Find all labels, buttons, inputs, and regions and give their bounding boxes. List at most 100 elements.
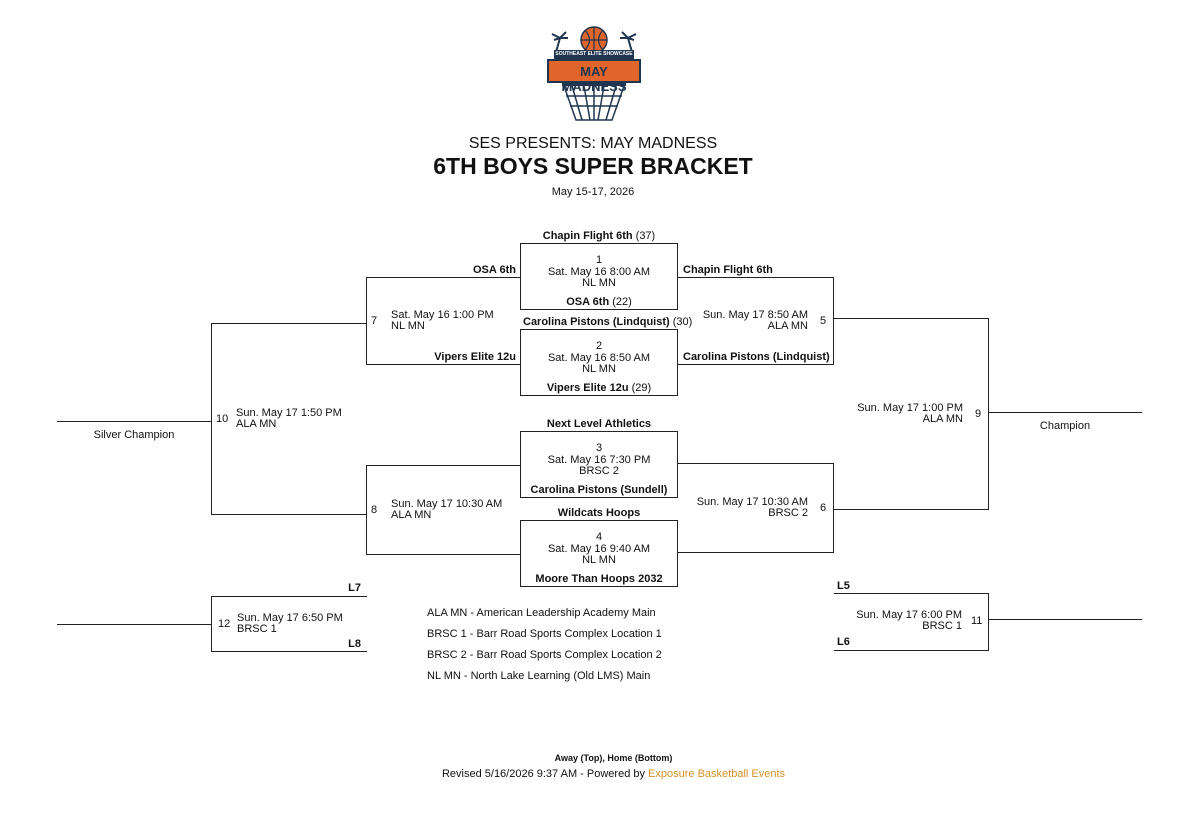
g5-bottom-line: [678, 364, 834, 365]
logo-main-text: MAY MADNESS: [561, 64, 627, 94]
g11-number: 11: [971, 615, 983, 627]
g7-bottom-line: [366, 364, 520, 365]
event-presents: SES PRESENTS: MAY MADNESS: [468, 135, 718, 152]
g1-away-seed: (37): [635, 230, 656, 242]
g8-time: Sun. May 17 10:30 AM: [391, 498, 503, 510]
g1-home-seed: (22): [612, 296, 632, 308]
g4-time: Sat. May 16 9:40 AM: [547, 543, 651, 555]
g6-bottom-line: [678, 552, 834, 553]
g6-time: Sun. May 17 10:30 AM: [696, 496, 808, 508]
g11-away-team[interactable]: L5: [837, 580, 850, 592]
revised-text: Revised 5/16/2026 9:37 AM - Powered by: [441, 768, 649, 780]
basketball-hoop-logo-icon: [547, 26, 641, 121]
g7-vertical-line: [366, 277, 367, 365]
location-legend: ALA MN - American Leadership Academy Mai…: [427, 603, 662, 687]
g2-time: Sat. May 16 8:50 AM: [547, 352, 651, 364]
g6-vertical-line: [833, 463, 834, 553]
g1-home-team[interactable]: OSA 6th: [566, 296, 610, 308]
g10-top-line: [211, 323, 367, 324]
g8-vertical-line: [366, 465, 367, 555]
g4-away-team[interactable]: Wildcats Hoops: [557, 507, 641, 519]
g6-number: 6: [820, 502, 827, 514]
g12-number: 12: [218, 618, 231, 630]
g5-location: ALA MN: [767, 320, 808, 332]
g3-number: 3: [595, 442, 603, 454]
g1-home-line: OSA 6th (22): [520, 296, 678, 308]
champion-label: Champion: [1039, 420, 1091, 432]
event-logo: SOUTHEAST ELITE SHOWCASE MAY MADNESS: [546, 24, 642, 124]
g2-away-line: Carolina Pistons (Lindquist) (30): [523, 316, 692, 328]
g12-home-team[interactable]: L8: [348, 638, 361, 650]
g11-bottom-line: [834, 650, 989, 651]
g3-away-team[interactable]: Next Level Athletics: [546, 418, 652, 430]
g2-location: NL MN: [582, 363, 616, 375]
g5-top-line: [678, 277, 834, 278]
g5-time: Sun. May 17 8:50 AM: [702, 309, 808, 321]
game-2-box[interactable]: [520, 329, 678, 396]
g1-away-team[interactable]: Chapin Flight 6th: [542, 230, 633, 242]
g10-time: Sun. May 17 1:50 PM: [236, 407, 342, 419]
g2-home-team[interactable]: Vipers Elite 12u: [546, 382, 629, 394]
legend-item: BRSC 2 - Barr Road Sports Complex Locati…: [427, 649, 662, 661]
g7-top-line: [366, 277, 520, 278]
g1-time: Sat. May 16 8:00 AM: [547, 266, 651, 278]
g7-away-team[interactable]: OSA 6th: [473, 264, 516, 276]
g1-away-line: Chapin Flight 6th (37): [520, 230, 678, 242]
g12-bottom-line: [211, 651, 367, 652]
g12-location: BRSC 1: [237, 623, 277, 635]
g5-number: 5: [820, 315, 827, 327]
g3-time: Sat. May 16 7:30 PM: [547, 454, 651, 466]
away-home-note: Away (Top), Home (Bottom): [554, 753, 673, 763]
g4-home-team[interactable]: Moore Than Hoops 2032: [535, 573, 663, 585]
legend-item: BRSC 1 - Barr Road Sports Complex Locati…: [427, 628, 662, 640]
g9-bottom-line: [834, 509, 989, 510]
g4-location: NL MN: [582, 554, 616, 566]
g11-top-line: [834, 593, 989, 594]
g9-number: 9: [975, 408, 982, 420]
g9-location: ALA MN: [922, 413, 963, 425]
logo-top-text: SOUTHEAST ELITE SHOWCASE: [555, 51, 633, 57]
g12-result-line: [57, 624, 212, 625]
event-dates: May 15-17, 2026: [551, 186, 635, 198]
g11-home-team[interactable]: L6: [837, 636, 850, 648]
g11-time: Sun. May 17 6:00 PM: [856, 609, 962, 621]
g5-away-team[interactable]: Chapin Flight 6th: [683, 264, 773, 276]
exposure-link[interactable]: Exposure Basketball Events: [648, 768, 786, 780]
g8-top-line: [366, 465, 520, 466]
g2-home-seed: (29): [631, 382, 652, 394]
g3-home-team[interactable]: Carolina Pistons (Sundell): [530, 484, 668, 496]
game-3-box[interactable]: [520, 431, 678, 498]
g5-home-team[interactable]: Carolina Pistons (Lindquist): [683, 351, 830, 363]
g1-location: NL MN: [582, 277, 616, 289]
g8-number: 8: [371, 504, 378, 516]
game-4-box[interactable]: [520, 520, 678, 587]
g10-location: ALA MN: [236, 418, 277, 430]
g7-home-team[interactable]: Vipers Elite 12u: [434, 351, 516, 363]
g2-home-line: Vipers Elite 12u (29): [520, 382, 678, 394]
g9-top-line: [834, 318, 989, 319]
g3-location: BRSC 2: [579, 465, 619, 477]
g8-location: ALA MN: [391, 509, 432, 521]
g12-top-line: [211, 596, 367, 597]
legend-item: NL MN - North Lake Learning (Old LMS) Ma…: [427, 670, 651, 682]
g7-time: Sat. May 16 1:00 PM: [391, 309, 494, 321]
g2-away-team[interactable]: Carolina Pistons (Lindquist): [523, 316, 670, 328]
legend-item: ALA MN - American Leadership Academy Mai…: [427, 607, 656, 619]
g2-number: 2: [595, 340, 603, 352]
g12-away-team[interactable]: L7: [348, 582, 361, 594]
g4-number: 4: [595, 531, 603, 543]
g10-number: 10: [216, 413, 229, 425]
silver-champion-line: [57, 421, 212, 422]
g1-number: 1: [595, 254, 603, 266]
silver-champion-label: Silver Champion: [93, 429, 175, 441]
game-1-box[interactable]: [520, 243, 678, 310]
g12-time: Sun. May 17 6:50 PM: [237, 612, 343, 624]
g9-vertical-line: [988, 318, 989, 510]
g11-vertical-line: [988, 593, 989, 651]
revised-line: Revised 5/16/2026 9:37 AM - Powered by E…: [0, 768, 1179, 780]
g8-bottom-line: [366, 554, 520, 555]
g7-location: NL MN: [391, 320, 425, 332]
g10-vertical-line: [211, 323, 212, 515]
g2-away-seed: (30): [672, 316, 693, 328]
g6-top-line: [678, 463, 834, 464]
